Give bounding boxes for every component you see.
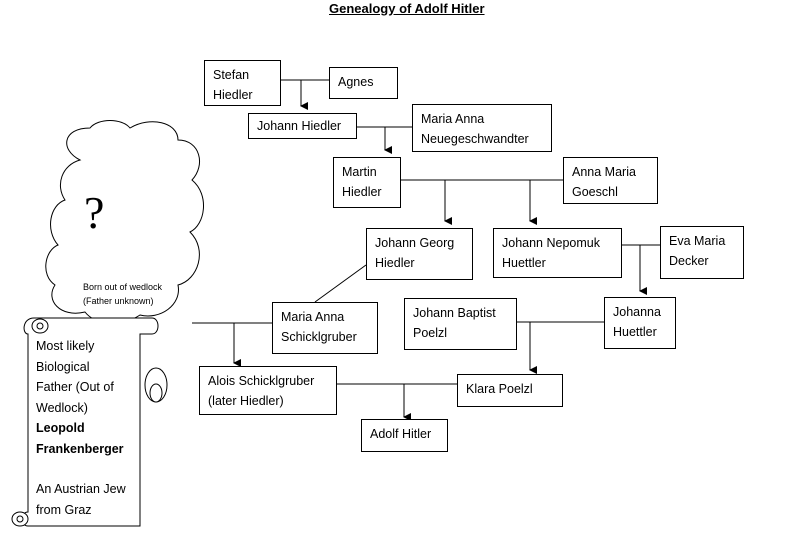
scroll-desc: from Graz — [36, 502, 92, 517]
person-johann-hiedler: Johann Hiedler — [248, 113, 357, 139]
father-name: Leopold — [36, 421, 85, 435]
cloud-shape — [45, 120, 205, 324]
scroll-shape — [11, 317, 159, 527]
father-name: Frankenberger — [36, 441, 124, 456]
person-agnes: Agnes — [329, 67, 398, 99]
scroll-text: Most likely Biological Father (Out of We… — [36, 336, 140, 520]
scroll-line: Wedlock) — [36, 400, 88, 415]
cloud-text-line2: (Father unknown) — [83, 296, 154, 306]
scroll-line: Biological — [36, 359, 90, 374]
person-klara-poelzl: Klara Poelzl — [457, 374, 563, 407]
scroll-line: Father (Out of — [36, 380, 114, 394]
cloud-text-line1: Born out of wedlock — [83, 282, 163, 292]
diagram-title: Genealogy of Adolf Hitler — [329, 1, 485, 16]
cloud-bubbles — [144, 367, 168, 403]
connector-johann-georg-maria-anna — [314, 264, 367, 303]
person-adolf-hitler: Adolf Hitler — [361, 419, 448, 452]
scroll-desc: An Austrian Jew — [36, 482, 126, 496]
person-alois-schicklgruber: Alois Schicklgruber(later Hiedler) — [199, 366, 337, 415]
question-mark-icon: ? — [84, 187, 105, 238]
scroll-line: Most likely — [36, 339, 95, 353]
